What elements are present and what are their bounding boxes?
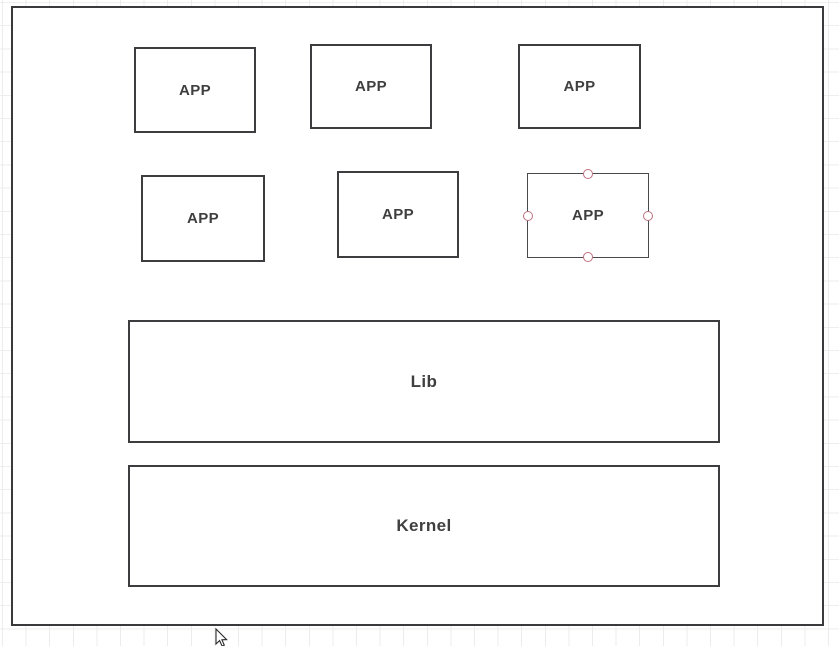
app-block-5-label: APP (381, 206, 415, 223)
app-block-1[interactable]: APP (134, 47, 256, 133)
app-block-5[interactable]: APP (337, 171, 459, 258)
selection-handle-right-icon[interactable] (643, 210, 653, 221)
selection-handle-top-icon[interactable] (583, 169, 593, 179)
selection-handle-bottom-icon[interactable] (583, 252, 593, 262)
app-block-6-selected[interactable]: APP (523, 169, 653, 262)
selection-handle-left-icon[interactable] (523, 210, 533, 221)
lib-block[interactable]: Lib (128, 320, 720, 443)
app-block-4-label: APP (186, 210, 220, 227)
app-block-4[interactable]: APP (141, 175, 265, 262)
app-block-2-label: APP (354, 78, 388, 95)
kernel-block[interactable]: Kernel (128, 465, 720, 587)
app-block-1-label: APP (178, 81, 212, 99)
mouse-cursor-icon (214, 627, 230, 646)
app-block-6-label: APP (571, 207, 605, 224)
app-block-2[interactable]: APP (310, 44, 432, 129)
lib-block-label: Lib (410, 371, 438, 391)
app-block-3-label: APP (563, 78, 596, 95)
app-block-3[interactable]: APP (518, 44, 641, 129)
kernel-block-label: Kernel (396, 516, 452, 535)
